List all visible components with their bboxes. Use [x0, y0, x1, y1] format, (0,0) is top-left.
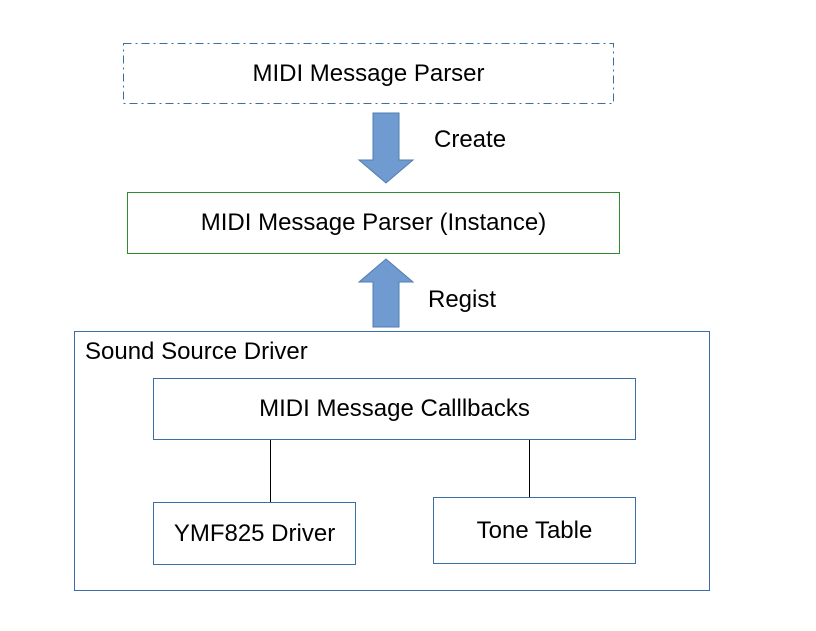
tone-table-label: Tone Table: [476, 516, 593, 544]
create-arrow-label: Create: [434, 126, 507, 153]
sound-source-driver-container: [74, 331, 710, 591]
tone-table-box: Tone Table: [433, 497, 636, 564]
ymf825-driver-label: YMF825 Driver: [173, 519, 336, 547]
callbacks-label: MIDI Message Calllbacks: [259, 395, 530, 422]
parser-template-box: MIDI Message Parser: [123, 43, 614, 104]
parser-instance-label: MIDI Message Parser (Instance): [200, 209, 547, 236]
create-arrow-icon: [357, 112, 415, 184]
parser-instance-box: MIDI Message Parser (Instance): [127, 192, 620, 254]
regist-arrow-label: Regist: [428, 286, 497, 313]
parser-template-label: MIDI Message Parser: [252, 59, 485, 87]
sound-source-driver-label: Sound Source Driver: [85, 338, 308, 365]
regist-arrow-icon: [357, 258, 415, 328]
callbacks-box: MIDI Message Calllbacks: [153, 378, 636, 440]
ymf825-driver-box: YMF825 Driver: [153, 502, 356, 565]
